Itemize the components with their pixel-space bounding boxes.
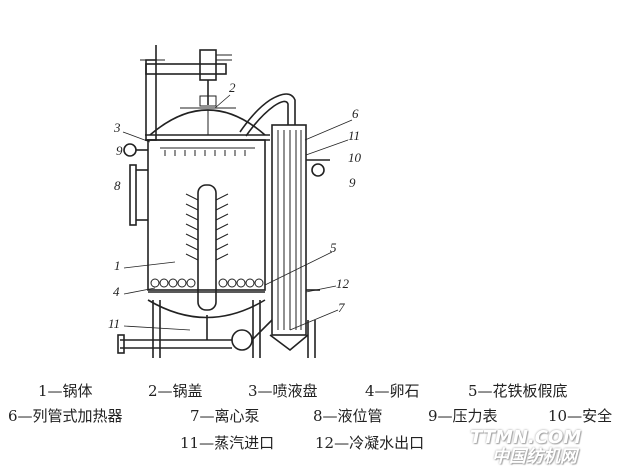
boiler-bottom xyxy=(147,299,266,319)
caption-item: 2—锅盖 xyxy=(148,382,203,400)
caption-item: 3—喷液盘 xyxy=(248,382,318,400)
label-4: 4 xyxy=(113,284,120,299)
label-8: 8 xyxy=(114,178,121,193)
caption-item: 10—安全 xyxy=(548,407,613,425)
pressure-gauge-right xyxy=(306,159,330,291)
caption-item: 12—冷凝水出口 xyxy=(315,434,425,452)
label-11-top: 11 xyxy=(348,128,360,143)
caption-item: 6—列管式加热器 xyxy=(8,407,123,425)
lid-lift-frame xyxy=(140,45,232,141)
tube-heater xyxy=(269,124,309,352)
caption-item: 11—蒸汽进口 xyxy=(180,434,275,452)
spray-plate xyxy=(160,147,255,156)
pressure-gauge-left xyxy=(123,143,148,157)
label-6: 6 xyxy=(352,106,359,121)
watermark-domain: TTMN.COM xyxy=(470,427,582,448)
part-labels: 2 6 11 3 9 10 9 8 1 5 4 12 7 11 xyxy=(108,80,362,331)
support-legs xyxy=(152,300,316,358)
central-spray-pipe xyxy=(185,184,229,311)
boiler-diagram: 2 6 11 3 9 10 9 8 1 5 4 12 7 11 xyxy=(108,45,362,358)
label-11-bottom: 11 xyxy=(108,316,120,331)
label-9-left: 9 xyxy=(116,143,123,158)
pebbles xyxy=(150,278,264,288)
caption-item: 1—锅体 xyxy=(38,382,93,400)
label-7: 7 xyxy=(338,300,345,315)
label-5: 5 xyxy=(330,240,337,255)
boiler-body xyxy=(147,139,266,291)
centrifugal-pump xyxy=(117,315,273,354)
caption-item: 5—花铁板假底 xyxy=(468,382,568,400)
caption-item: 7—离心泵 xyxy=(190,407,260,425)
label-3: 3 xyxy=(113,120,121,135)
watermark-site-name: 中国纺机网 xyxy=(492,447,577,467)
connecting-pipe xyxy=(239,93,296,133)
caption-item: 9—压力表 xyxy=(428,407,498,425)
caption-item: 4—卵石 xyxy=(365,382,420,400)
caption-item: 8—液位管 xyxy=(313,407,383,425)
label-1: 1 xyxy=(114,258,121,273)
label-10: 10 xyxy=(348,150,362,165)
leader-lines xyxy=(122,94,353,331)
label-2: 2 xyxy=(229,80,236,95)
label-12: 12 xyxy=(336,276,350,291)
level-gauge-tube xyxy=(129,164,148,226)
label-9-right: 9 xyxy=(349,175,356,190)
